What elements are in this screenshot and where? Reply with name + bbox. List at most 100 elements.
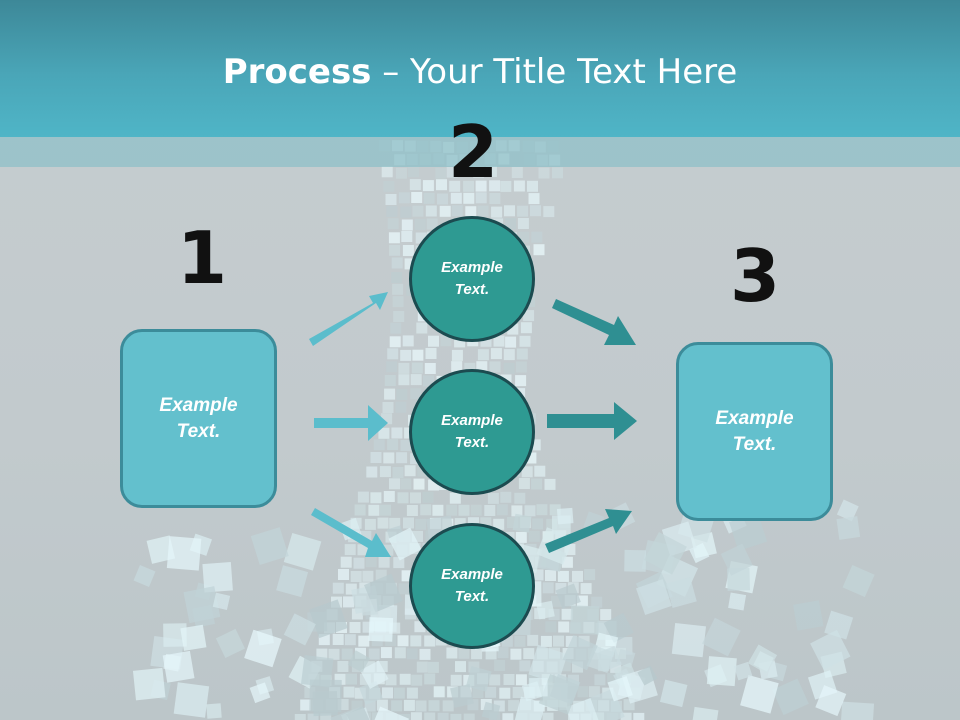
cube-tile — [378, 556, 390, 568]
cube-tile — [413, 478, 425, 490]
cube-tile — [360, 530, 372, 542]
cube-tile — [485, 166, 497, 177]
left-text-box[interactable]: Example Text. — [120, 329, 277, 508]
cube-tile — [499, 687, 511, 699]
right-text-box-label: Example Text. — [715, 407, 794, 455]
scattered-cube — [824, 610, 854, 640]
cube-tile — [540, 635, 552, 647]
top-circle[interactable]: Example Text. — [409, 216, 535, 342]
cube-tile — [409, 179, 421, 191]
cube-tile — [508, 700, 520, 712]
cube-tile — [368, 504, 380, 516]
title-bold: Process — [222, 52, 372, 92]
scattered-cube — [614, 636, 633, 655]
cube-tile — [480, 517, 492, 529]
cube-tile — [398, 362, 410, 374]
scattered-cube — [133, 565, 156, 587]
middle-circle-label: Example Text. — [441, 411, 503, 452]
cube-tile — [424, 635, 436, 647]
cube-tile — [389, 478, 400, 490]
cube-tile — [383, 180, 395, 192]
cube-tile — [401, 570, 413, 582]
scattered-cube — [607, 676, 633, 702]
cube-tile — [536, 504, 548, 516]
cube-tile — [437, 193, 448, 205]
scattered-cube — [347, 650, 371, 673]
cube-tile — [362, 621, 374, 633]
right-text-box[interactable]: Example Text. — [676, 342, 833, 521]
cube-tile — [387, 348, 399, 360]
cube-tile — [388, 232, 400, 244]
scattered-cube — [173, 682, 210, 718]
cube-tile — [503, 674, 515, 685]
cube-tile — [422, 180, 434, 192]
cube-tile — [433, 686, 445, 698]
cube-tile — [475, 192, 487, 204]
scattered-cube — [747, 644, 778, 674]
title-header-bar — [0, 0, 960, 137]
cube-tile — [396, 389, 408, 400]
cube-tile — [343, 686, 355, 698]
cube-tile — [428, 479, 440, 491]
cube-tile — [398, 374, 410, 386]
cube-tile — [514, 492, 526, 504]
cube-tile — [532, 518, 544, 530]
cube-tile — [470, 504, 482, 516]
cube-tile — [400, 440, 412, 451]
cube-tile — [559, 660, 571, 672]
cube-tile — [528, 193, 540, 205]
cube-tile — [489, 193, 501, 204]
cube-tile — [472, 687, 484, 698]
cube-tile — [515, 361, 527, 373]
cube-tile — [517, 205, 529, 217]
cube-tile — [532, 569, 544, 581]
cube-tile — [294, 714, 306, 720]
left-text-box-label: Example Text. — [159, 394, 238, 442]
cube-tile — [531, 478, 543, 490]
cube-tile — [502, 713, 514, 720]
scattered-cube — [309, 599, 348, 639]
scattered-cube — [659, 679, 688, 708]
scattered-cube — [562, 634, 598, 671]
scattered-cube — [555, 583, 581, 609]
cube-tile — [533, 244, 545, 256]
cube-tile — [386, 361, 398, 373]
cube-tile — [370, 452, 382, 463]
cube-tile — [427, 661, 439, 673]
cube-tile — [503, 349, 515, 361]
cube-tile — [341, 648, 353, 660]
cube-tile — [406, 648, 418, 660]
scattered-cube — [276, 565, 309, 598]
cube-tile — [389, 244, 401, 256]
cube-tile — [518, 478, 530, 489]
cube-tile — [393, 687, 405, 699]
cube-tile — [376, 699, 388, 711]
cube-tile — [510, 648, 522, 660]
middle-circle[interactable]: Example Text. — [409, 369, 535, 495]
cube-tile — [458, 504, 470, 516]
cube-tile — [490, 348, 502, 360]
cube-tile — [365, 556, 377, 568]
scattered-cube — [644, 531, 687, 575]
cube-tile — [497, 647, 509, 659]
cube-tile — [403, 699, 415, 711]
cube-tile — [463, 192, 475, 204]
arrow-bottom-to-right — [545, 509, 632, 553]
cube-tile — [542, 712, 554, 720]
cube-tile — [400, 478, 412, 490]
cube-tile — [428, 335, 439, 347]
cube-tile — [437, 712, 449, 720]
cube-tile — [386, 205, 398, 217]
cube-tile — [394, 647, 406, 659]
bottom-circle[interactable]: Example Text. — [409, 523, 535, 649]
cube-tile — [414, 621, 426, 633]
cube-tile — [610, 661, 622, 673]
cube-tile — [503, 362, 515, 374]
cube-tile — [446, 647, 458, 659]
cube-tile — [496, 504, 508, 516]
cube-tile — [395, 401, 407, 413]
cube-tile — [316, 648, 328, 660]
scattered-cube — [283, 613, 316, 646]
cube-tile — [385, 674, 397, 686]
scattered-cube — [793, 600, 824, 631]
